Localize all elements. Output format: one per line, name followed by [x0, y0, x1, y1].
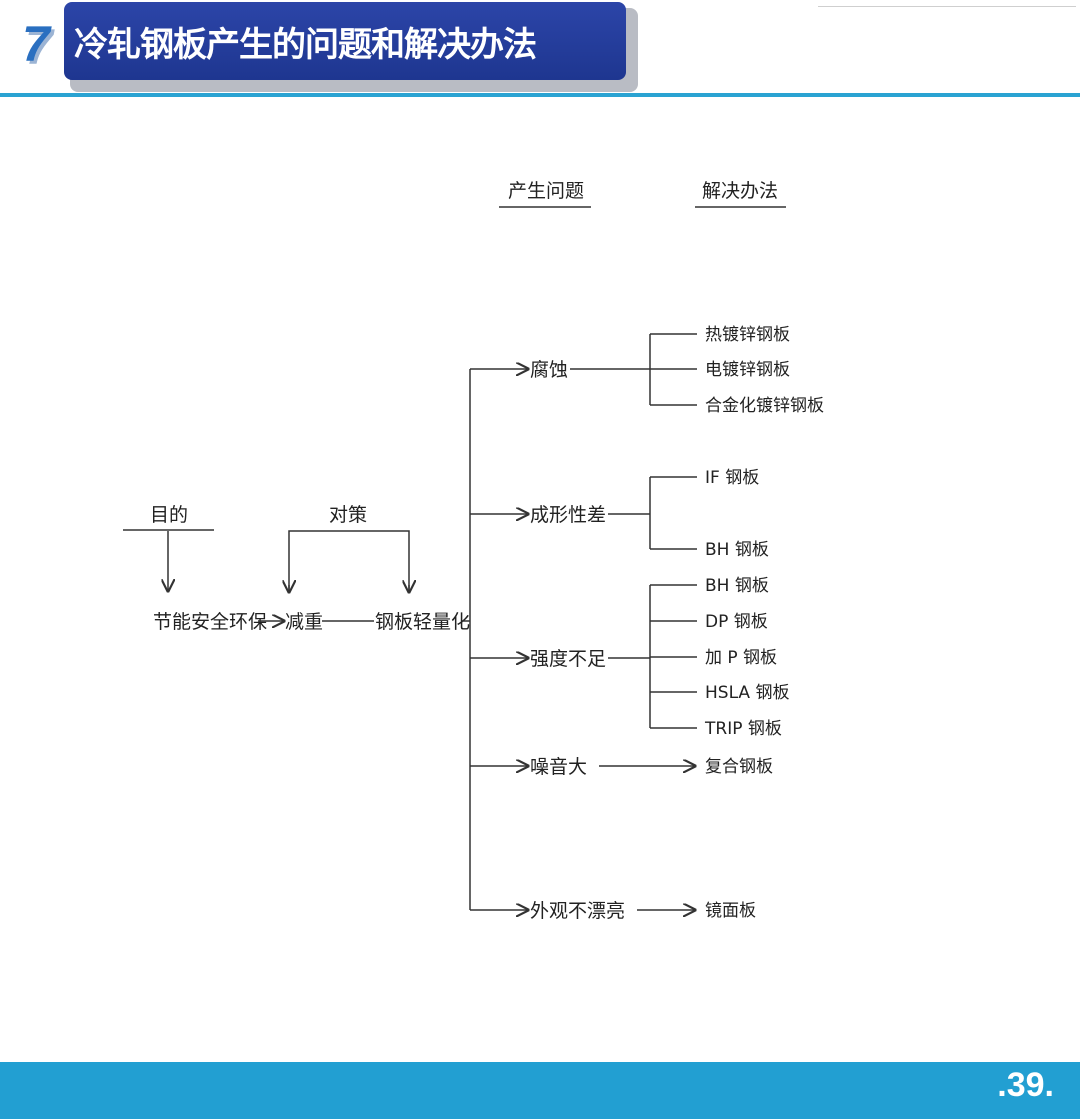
title-banner: 冷轧钢板产生的问题和解决办法 [64, 2, 626, 80]
solution-node-3-5: TRIP 钢板 [704, 719, 782, 739]
problem-solution-diagram: 产生问题 解决办法 目的 对策 节能安全环保 减重 钢板轻量化 腐蚀 热镀锌钢板电… [123, 180, 824, 922]
solution-node-4-1: 复合钢板 [705, 757, 773, 777]
measure-node: 减重 [285, 611, 323, 633]
solution-node-2-2: BH 钢板 [705, 540, 769, 560]
header-solutions: 解决办法 [702, 180, 778, 202]
approach-node: 钢板轻量化 [375, 611, 470, 633]
countermeasure-bracket [288, 530, 410, 591]
solution-node-1-1: 热镀锌钢板 [705, 325, 790, 345]
solution-node-3-2: DP 钢板 [705, 612, 768, 632]
section-number: 7 [22, 16, 50, 72]
problem-node-5: 外观不漂亮 [530, 900, 625, 922]
page-title: 冷轧钢板产生的问题和解决办法 [74, 24, 537, 65]
problem-node-1: 腐蚀 [530, 359, 568, 381]
solution-node-5-1: 镜面板 [705, 901, 756, 921]
solution-node-3-1: BH 钢板 [705, 576, 769, 596]
header-divider [0, 93, 1080, 97]
solution-node-3-3: 加 P 钢板 [705, 648, 777, 668]
solution-node-3-4: HSLA 钢板 [705, 683, 789, 703]
problem-node-3: 强度不足 [530, 648, 606, 670]
problem-node-2: 成形性差 [530, 504, 606, 526]
page-number: .39. [997, 1066, 1054, 1104]
goal-node: 节能安全环保 [153, 611, 267, 633]
solution-node-1-3: 合金化镀锌钢板 [705, 396, 824, 416]
purpose-label: 目的 [150, 504, 188, 526]
top-right-rule [818, 6, 1076, 7]
solution-node-1-2: 电镀锌钢板 [705, 360, 790, 380]
solution-node-2-1: IF 钢板 [705, 468, 759, 488]
problem-node-4: 噪音大 [530, 756, 587, 778]
header-problems: 产生问题 [508, 180, 584, 202]
footer-bar: .39. [0, 1062, 1080, 1119]
countermeasure-label: 对策 [329, 504, 367, 526]
